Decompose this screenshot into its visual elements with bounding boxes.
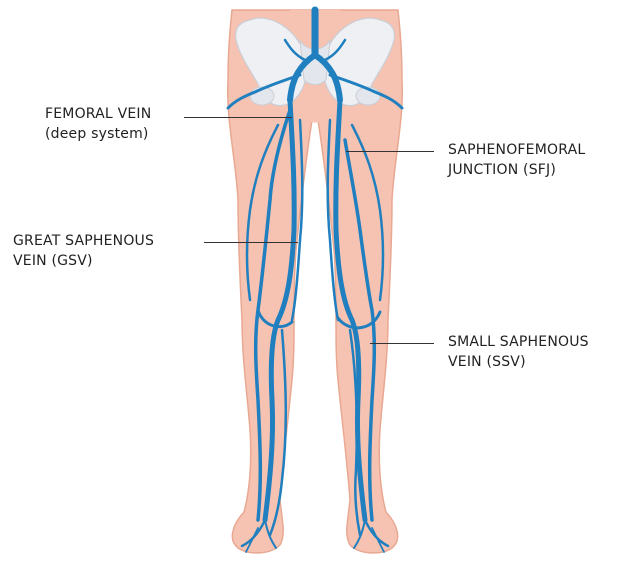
gsv-label: GREAT SAPHENOUS VEIN (GSV)	[13, 231, 154, 271]
ssv-label: SMALL SAPHENOUS VEIN (SSV)	[448, 332, 589, 372]
ssv-leader	[370, 343, 434, 344]
sfj-leader	[346, 151, 434, 152]
femoral-vein-label-line2: (deep system)	[45, 124, 151, 144]
femoral-vein-label-line1: FEMORAL VEIN	[45, 104, 151, 124]
sfj-label-line1: SAPHENOFEMORAL	[448, 140, 585, 160]
sfj-label-line2: JUNCTION (SFJ)	[448, 160, 585, 180]
gsv-label-line1: GREAT SAPHENOUS	[13, 231, 154, 251]
ssv-label-line1: SMALL SAPHENOUS	[448, 332, 589, 352]
femoral-vein-label: FEMORAL VEIN (deep system)	[45, 104, 151, 144]
sfj-label: SAPHENOFEMORAL JUNCTION (SFJ)	[448, 140, 585, 180]
gsv-leader	[204, 242, 298, 243]
femoral-vein-leader	[184, 117, 292, 118]
ssv-label-line2: VEIN (SSV)	[448, 352, 589, 372]
gsv-label-line2: VEIN (GSV)	[13, 251, 154, 271]
